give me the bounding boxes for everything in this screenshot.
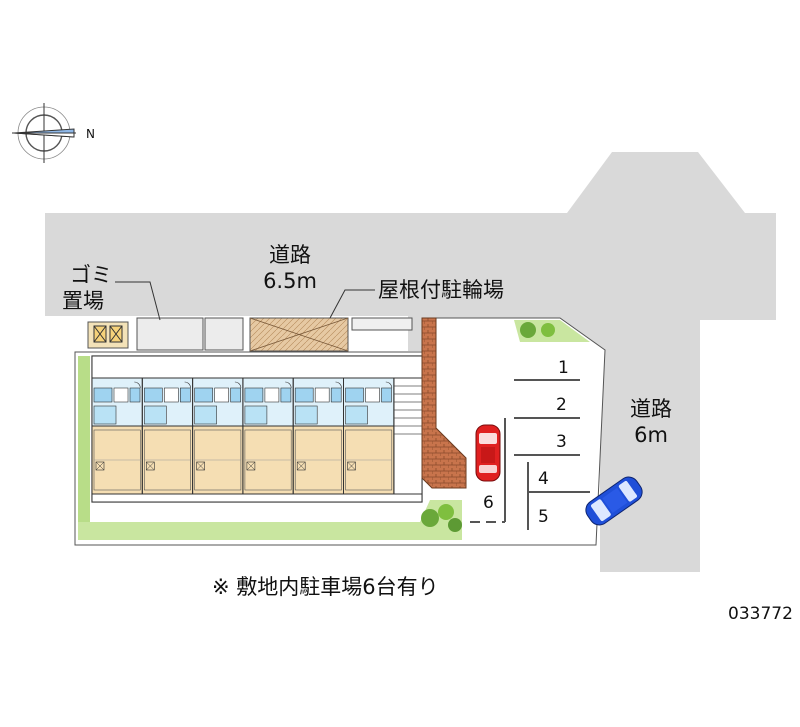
apartment-unit [192,377,244,495]
road-east-name: 道路 [630,397,672,421]
bicycle-parking-area [249,317,349,352]
parking-space-6: 6 [483,493,494,513]
garbage-area [87,321,129,349]
apartment-unit [343,377,395,495]
bicycle-parking-label: 屋根付駐輪場 [378,278,504,302]
fence [351,317,413,331]
road-east-label: 道路 6m [618,396,684,448]
parking-lot [470,379,590,530]
road-north [45,152,776,351]
brick-wall [421,317,467,489]
road-north-name: 道路 [269,243,311,267]
property-code: 033772 [728,604,793,624]
compass-icon [12,103,76,163]
road-north-label: 道路 6.5m [255,242,325,294]
parking-space-3: 3 [556,432,567,452]
red-car-icon [475,424,501,482]
parking-space-1: 1 [558,358,569,378]
hedge [78,500,462,540]
tree [541,323,555,337]
tree [421,509,439,527]
hedge [78,356,90,522]
blue-car-icon [585,476,643,526]
garbage-label-line1: ゴミ [70,263,112,287]
apartment-unit [91,377,143,495]
road-east-width: 6m [634,423,668,447]
apartment-unit [141,377,194,495]
garbage-label-line2: 置場 [62,289,104,313]
parking-note: ※ 敷地内駐車場6台有り [212,575,439,599]
apartment-unit [292,377,345,495]
tree [520,322,536,338]
apartment-unit [242,377,294,495]
parking-space-5: 5 [538,507,549,527]
parking-space-2: 2 [556,395,567,415]
road-north-width: 6.5m [263,269,317,293]
storage-box [204,317,244,351]
tree [448,518,462,532]
parking-space-4: 4 [538,469,549,489]
storage-box [136,317,204,351]
compass-north-label: N [86,127,95,141]
garbage-area-label: ゴミ 置場 [62,262,112,314]
tree [438,504,454,520]
